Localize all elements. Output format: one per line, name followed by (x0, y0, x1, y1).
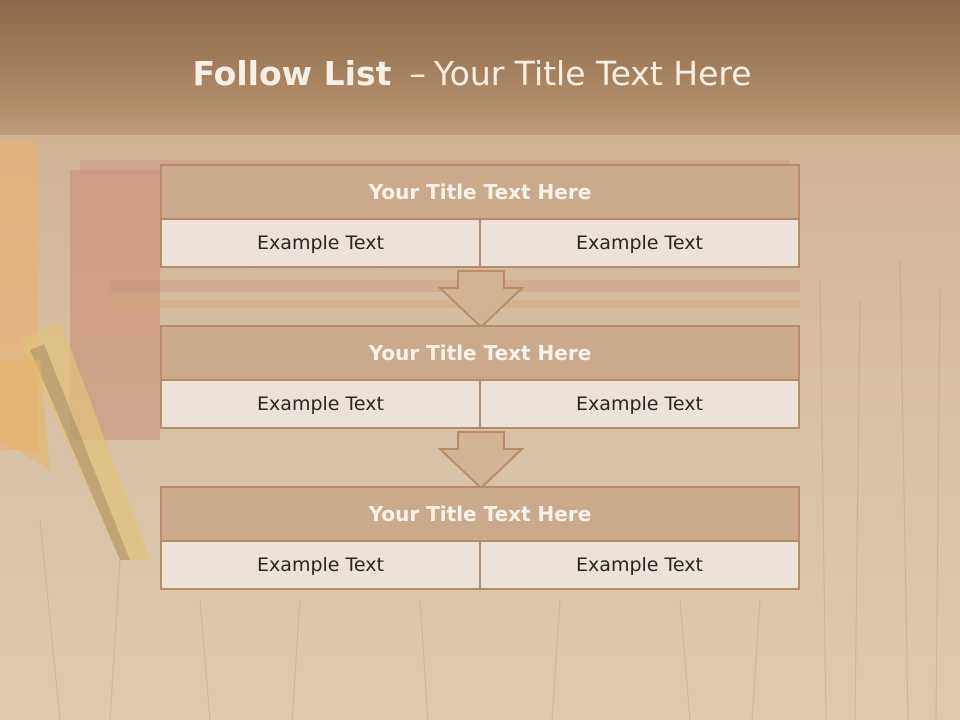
step-cell-left: Example Text (160, 379, 481, 429)
title-bold: Follow List (192, 54, 392, 93)
step-row: Example Text Example Text (160, 540, 800, 590)
down-arrow-icon (438, 431, 524, 489)
step-cell-right: Example Text (479, 218, 800, 268)
step-row: Example Text Example Text (160, 379, 800, 429)
header-banner (0, 0, 960, 135)
step-box-1: Your Title Text Here Example Text Exampl… (160, 164, 800, 268)
step-box-3: Your Title Text Here Example Text Exampl… (160, 486, 800, 590)
step-row: Example Text Example Text (160, 218, 800, 268)
page-title: Follow List–Your Title Text Here (0, 54, 944, 93)
title-dash: – (409, 54, 426, 93)
down-arrow-icon (438, 270, 524, 328)
step-cell-left: Example Text (160, 218, 481, 268)
step-title: Your Title Text Here (160, 325, 800, 381)
step-cell-right: Example Text (479, 540, 800, 590)
step-box-2: Your Title Text Here Example Text Exampl… (160, 325, 800, 429)
step-title: Your Title Text Here (160, 164, 800, 220)
step-title: Your Title Text Here (160, 486, 800, 542)
step-cell-left: Example Text (160, 540, 481, 590)
step-cell-right: Example Text (479, 379, 800, 429)
title-rest: Your Title Text Here (433, 54, 752, 93)
